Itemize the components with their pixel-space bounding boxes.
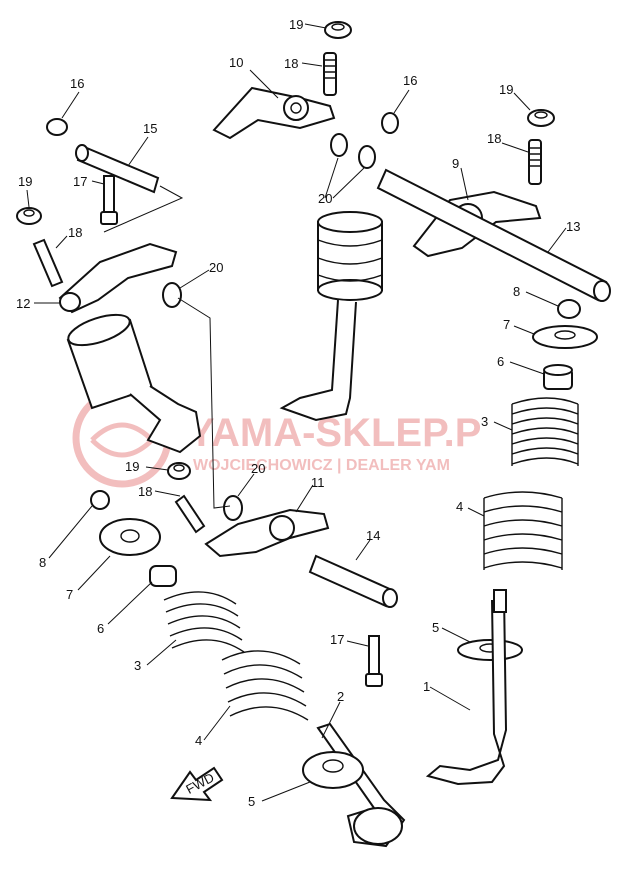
stud-18-left <box>32 238 64 288</box>
callout-11: 11 <box>311 475 325 490</box>
bolt-17-left <box>100 175 118 225</box>
callout-18b: 18 <box>487 131 501 146</box>
nut-19-top <box>324 21 352 39</box>
watermark: YAMA-SKLEP.P WOJCIECHOWICZ | DEALER YAM <box>72 388 481 488</box>
callout-6b: 6 <box>97 621 104 636</box>
callout-17a: 17 <box>73 174 87 189</box>
nut-19-left <box>16 207 42 225</box>
callout-16a: 16 <box>70 76 84 91</box>
rocker-arm-10 <box>212 86 336 140</box>
callout-16b: 16 <box>403 73 417 88</box>
callout-12: 12 <box>16 296 30 311</box>
rocker-arm-11 <box>204 508 330 558</box>
callout-13: 13 <box>566 219 580 234</box>
callout-5a: 5 <box>432 620 439 635</box>
watermark-brand: YAMA-SKLEP.P <box>188 411 481 455</box>
stud-18-top <box>323 52 337 96</box>
spring-3-left <box>163 591 245 653</box>
washer-20-top-b <box>358 145 376 169</box>
seal-6-left <box>149 565 177 587</box>
washer-20-mid <box>223 495 243 521</box>
nut-19-mid <box>167 462 191 480</box>
nut-19-right <box>527 109 555 127</box>
rocker-shaft-15 <box>75 144 160 194</box>
callout-10: 10 <box>229 55 243 70</box>
keeper-8-right <box>557 299 581 319</box>
callout-8b: 8 <box>39 555 46 570</box>
callout-19c: 19 <box>18 174 32 189</box>
stud-18-mid <box>174 494 206 534</box>
bolt-17-right <box>365 635 383 687</box>
circlip-16-right <box>381 112 399 134</box>
callout-14: 14 <box>366 528 380 543</box>
callout-7b: 7 <box>66 587 73 602</box>
callout-17b: 17 <box>330 632 344 647</box>
callout-9: 9 <box>452 156 459 171</box>
valve-center <box>279 211 383 422</box>
retainer-7-right <box>532 325 598 349</box>
seat-5-right <box>457 639 523 661</box>
callout-2: 2 <box>337 689 344 704</box>
spring-4-left <box>221 650 309 721</box>
spring-3-right <box>511 397 579 466</box>
callout-20c: 20 <box>251 461 265 476</box>
rocker-shaft-14 <box>308 554 398 608</box>
callout-5b: 5 <box>248 794 255 809</box>
valve-left <box>66 313 202 454</box>
watermark-logo-swoosh-icon <box>90 422 156 458</box>
washer-20-left <box>162 282 182 308</box>
callout-3a: 3 <box>481 414 488 429</box>
callouts: 19 10 18 16 16 19 15 18 19 17 20 9 18 13… <box>16 17 580 809</box>
callout-19b: 19 <box>499 82 513 97</box>
watermark-subline: WOJCIECHOWICZ | DEALER YAM <box>193 457 450 474</box>
callout-7a: 7 <box>503 317 510 332</box>
rocker-arm-12 <box>58 242 178 314</box>
keeper-8-left <box>90 490 110 510</box>
leader-lines <box>26 23 567 802</box>
spring-4-right <box>483 491 563 570</box>
callout-18a: 18 <box>284 56 298 71</box>
callout-4a: 4 <box>456 499 463 514</box>
callout-1: 1 <box>423 679 430 694</box>
circlip-16-left <box>46 118 68 136</box>
seal-6-right <box>543 364 573 390</box>
stud-18-right <box>528 139 542 185</box>
callout-3b: 3 <box>134 658 141 673</box>
callout-18d: 18 <box>138 484 152 499</box>
callout-20b: 20 <box>318 191 332 206</box>
washer-20-top-a <box>330 133 348 157</box>
callout-19a: 19 <box>289 17 303 32</box>
callout-18c: 18 <box>68 225 82 240</box>
callout-8a: 8 <box>513 284 520 299</box>
callout-15: 15 <box>143 121 157 136</box>
retainer-7-left <box>99 518 161 556</box>
callout-6a: 6 <box>497 354 504 369</box>
callout-19d: 19 <box>125 459 139 474</box>
callout-4b: 4 <box>195 733 202 748</box>
seat-5-left <box>302 751 364 789</box>
valve-1 <box>425 589 508 786</box>
callout-20a: 20 <box>209 260 223 275</box>
forward-arrow-icon: FWD <box>170 766 224 802</box>
rocker-shaft-13 <box>376 168 611 302</box>
